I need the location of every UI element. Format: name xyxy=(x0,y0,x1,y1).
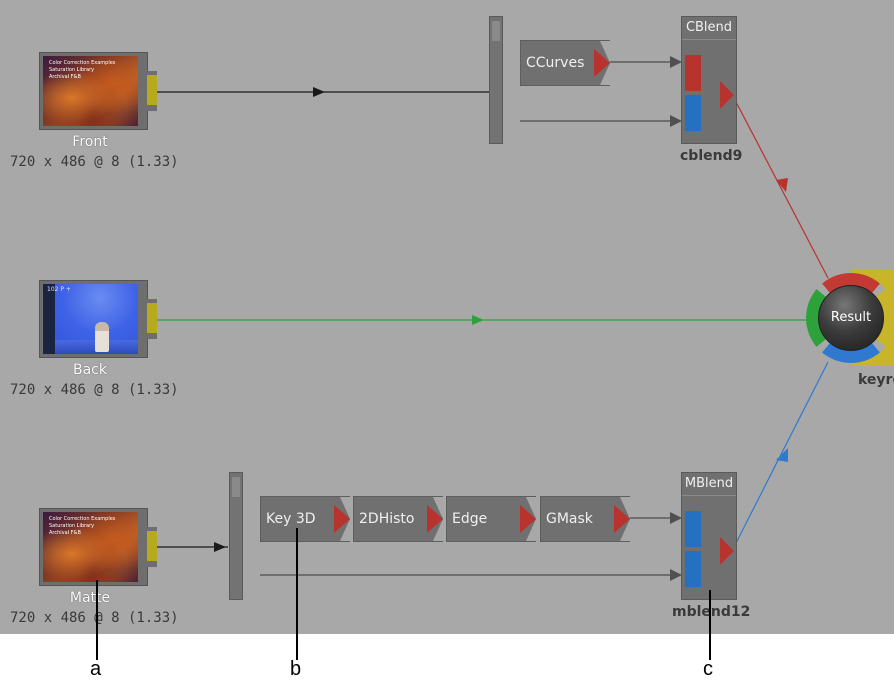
tool-node-gmask[interactable]: GMask xyxy=(540,496,630,542)
tool-output-arrow[interactable] xyxy=(427,505,443,533)
tool-label: CCurves xyxy=(526,55,585,71)
blend-input-blue[interactable] xyxy=(685,95,701,131)
tool-label: GMask xyxy=(546,511,593,527)
output-tab[interactable] xyxy=(147,71,157,111)
result-node[interactable]: Result xyxy=(818,285,884,351)
actor-figure xyxy=(95,322,109,352)
schematic-canvas[interactable]: Color Correction Examples Saturation Lib… xyxy=(0,0,894,634)
output-port[interactable] xyxy=(147,303,157,333)
tool-label: Key 3D xyxy=(266,511,316,527)
blend-label-cblend: cblend9 xyxy=(680,148,743,164)
cblend-out-wire xyxy=(734,99,829,279)
thumbnail-text: 102 P + xyxy=(47,286,71,293)
callout-line-b xyxy=(296,528,298,660)
tool-node-edge[interactable]: Edge xyxy=(446,496,536,542)
blend-header: MBlend xyxy=(682,473,736,496)
tool-node-2dhisto[interactable]: 2DHisto xyxy=(353,496,443,542)
blend-output-arrow[interactable] xyxy=(720,537,734,565)
front-wire-arrow xyxy=(313,87,325,97)
blend-node-cblend[interactable]: CBlend xyxy=(681,16,737,144)
output-tab[interactable] xyxy=(147,527,157,567)
clip-node-front[interactable]: Color Correction Examples Saturation Lib… xyxy=(39,52,157,130)
tool-output-arrow[interactable] xyxy=(520,505,536,533)
blend-input-blue[interactable] xyxy=(685,511,701,547)
clip-resolution-matte: 720 x 486 @ 8 (1.33) xyxy=(10,610,179,626)
blend-input-blue[interactable] xyxy=(685,551,701,587)
cblend-out-arrow xyxy=(776,178,788,192)
ccurves-wire-arrow xyxy=(670,56,682,68)
gmask-wire-arrow xyxy=(670,512,682,524)
clip-name-matte: Matte xyxy=(69,590,111,606)
result-label: Result xyxy=(830,310,872,325)
tool-output-arrow[interactable] xyxy=(334,505,350,533)
blend-header: CBlend xyxy=(682,17,736,40)
mblend-out-wire xyxy=(734,361,829,546)
thumbnail-text: Color Correction Examples Saturation Lib… xyxy=(49,516,116,536)
callout-c: c xyxy=(703,658,713,680)
callout-a: a xyxy=(90,658,102,680)
matte-wire-arrow xyxy=(214,542,226,552)
blend-output-arrow[interactable] xyxy=(720,81,734,109)
output-tab[interactable] xyxy=(147,299,157,339)
connection-wires xyxy=(150,56,829,581)
clip-thumbnail-front: Color Correction Examples Saturation Lib… xyxy=(43,56,138,126)
output-port[interactable] xyxy=(147,531,157,561)
front-bypass-arrow xyxy=(670,115,682,127)
tool-output-arrow[interactable] xyxy=(614,505,630,533)
clip-name-front: Front xyxy=(72,134,108,150)
blend-input-red[interactable] xyxy=(685,55,701,91)
tool-output-arrow[interactable] xyxy=(594,49,610,77)
blend-label-mblend: mblend12 xyxy=(672,604,751,620)
output-port[interactable] xyxy=(147,75,157,105)
callout-line-a xyxy=(96,580,98,660)
clip-name-back: Back xyxy=(73,362,107,378)
tool-node-ccurves[interactable]: CCurves xyxy=(520,40,610,86)
callout-b: b xyxy=(290,658,302,680)
callout-line-c xyxy=(709,590,711,660)
clip-thumbnail-matte: Color Correction Examples Saturation Lib… xyxy=(43,512,138,582)
tool-node-key3d[interactable]: Key 3D xyxy=(260,496,350,542)
clip-resolution-back: 720 x 486 @ 8 (1.33) xyxy=(10,382,179,398)
split-bar-front[interactable] xyxy=(489,16,503,144)
blend-node-mblend[interactable]: MBlend xyxy=(681,472,737,600)
split-bar-matte[interactable] xyxy=(229,472,243,600)
tool-label: 2DHisto xyxy=(359,511,415,527)
clip-thumbnail-back: 102 P + xyxy=(43,284,138,354)
clip-node-back[interactable]: 102 P + xyxy=(39,280,157,358)
tool-label: Edge xyxy=(452,511,488,527)
clip-resolution-front: 720 x 486 @ 8 (1.33) xyxy=(10,154,179,170)
matte-bypass-arrow xyxy=(670,569,682,581)
result-node-label: keyre xyxy=(858,372,894,388)
mblend-out-arrow xyxy=(776,448,788,462)
clip-node-matte[interactable]: Color Correction Examples Saturation Lib… xyxy=(39,508,157,586)
back-wire-arrow xyxy=(472,315,484,325)
thumbnail-text: Color Correction Examples Saturation Lib… xyxy=(49,60,116,80)
